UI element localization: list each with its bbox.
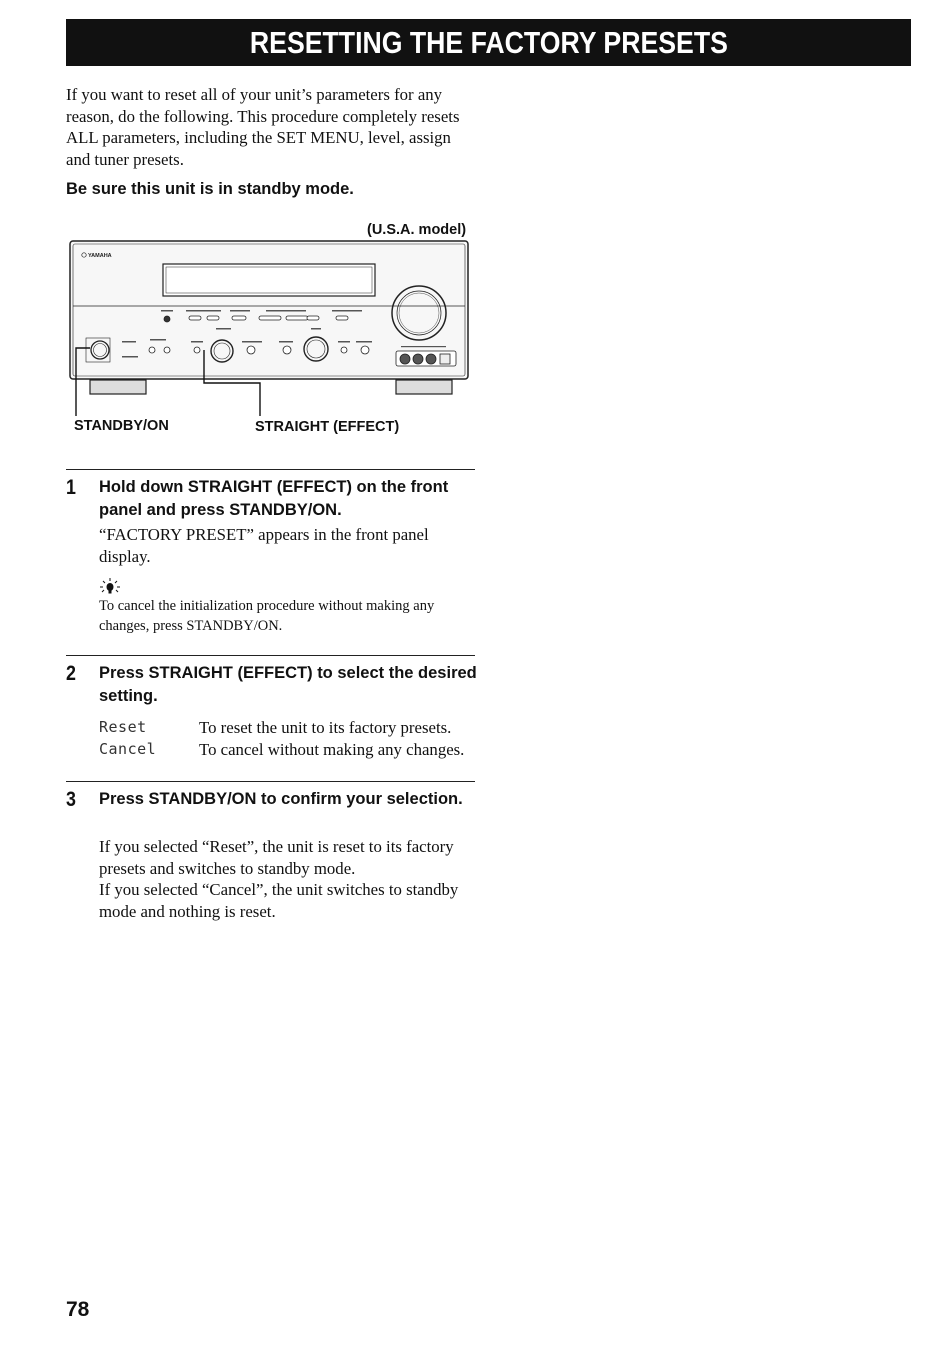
page-title: RESETTING THE FACTORY PRESETS bbox=[249, 24, 728, 60]
av-jack-panel bbox=[395, 350, 457, 367]
step-body: If you selected “Reset”, the unit is res… bbox=[99, 837, 454, 878]
tiny-panel-labels bbox=[122, 310, 446, 358]
standby-note: Be sure this unit is in standby mode. bbox=[66, 180, 354, 198]
step-3: 3 Press STANDBY/ON to confirm your selec… bbox=[66, 781, 475, 932]
step-heading: Press STANDBY/ON to confirm your selecti… bbox=[99, 790, 463, 808]
input-knobs bbox=[210, 336, 329, 363]
intro-paragraph: If you want to reset all of your unit’s … bbox=[66, 85, 460, 169]
standby-button bbox=[85, 337, 111, 363]
callout-lines bbox=[75, 347, 261, 416]
option-key: Reset bbox=[99, 718, 147, 736]
callout-standby-on: STANDBY/ON bbox=[74, 418, 169, 434]
option-row-reset: Reset To reset the unit to its factory p… bbox=[99, 718, 489, 740]
step-number: 1 bbox=[66, 476, 76, 499]
option-key: Cancel bbox=[99, 740, 157, 758]
brand-logo: YAMAHA bbox=[88, 253, 112, 259]
receiver-feet bbox=[89, 379, 453, 395]
page-number: 78 bbox=[66, 1298, 90, 1321]
step-number: 2 bbox=[66, 662, 76, 685]
step-heading: Hold down STRAIGHT (EFFECT) on the front… bbox=[99, 478, 449, 519]
step-2: 2 Press STRAIGHT (EFFECT) to select the … bbox=[66, 655, 477, 776]
step-body: If you selected “Cancel”, the unit switc… bbox=[99, 880, 459, 921]
model-label: (U.S.A. model) bbox=[367, 222, 467, 238]
step-heading: Press STRAIGHT (EFFECT) to select the de… bbox=[99, 664, 477, 705]
option-description: To reset the unit to its factory presets… bbox=[199, 718, 452, 737]
tip-text: To cancel the initialization procedure w… bbox=[99, 598, 435, 634]
front-buttons bbox=[148, 315, 370, 355]
callout-straight-effect: STRAIGHT (EFFECT) bbox=[255, 419, 400, 435]
option-description: To cancel without making any changes. bbox=[199, 740, 465, 759]
volume-knob bbox=[391, 285, 447, 341]
step-1: 1 Hold down STRAIGHT (EFFECT) on the fro… bbox=[66, 469, 475, 650]
brand-emblem-icon bbox=[81, 252, 87, 258]
receiver-front-panel-diagram: YAMAHA bbox=[69, 240, 469, 416]
title-bar: RESETTING THE FACTORY PRESETS bbox=[66, 19, 911, 66]
step-body: “FACTORY PRESET” appears in the front pa… bbox=[99, 525, 429, 566]
step-number: 3 bbox=[66, 788, 76, 811]
tip-lightbulb-icon bbox=[100, 578, 120, 594]
option-row-cancel: Cancel To cancel without making any chan… bbox=[99, 740, 489, 762]
